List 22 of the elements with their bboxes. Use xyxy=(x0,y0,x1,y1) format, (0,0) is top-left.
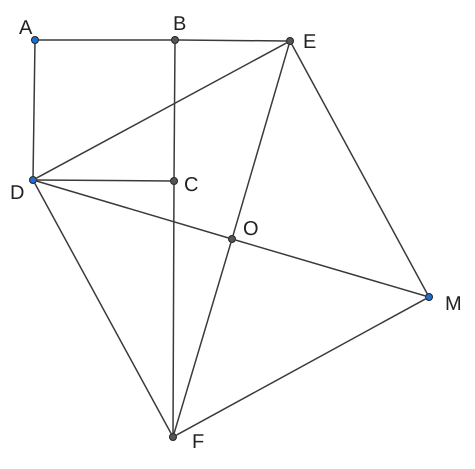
line-segment xyxy=(291,44,428,294)
line-segment xyxy=(172,185,175,433)
line-segment xyxy=(179,39,286,42)
line-segment xyxy=(173,44,176,177)
line-segment xyxy=(36,180,228,239)
line-segment xyxy=(173,242,232,434)
point-label: C xyxy=(184,175,198,195)
line-segment xyxy=(39,39,171,41)
point-label: O xyxy=(243,219,259,239)
point-label: D xyxy=(10,183,24,203)
point-label: F xyxy=(192,432,204,452)
point-label: E xyxy=(303,32,316,52)
line-segment xyxy=(232,44,290,236)
line-segment xyxy=(37,179,170,182)
point-label: M xyxy=(445,294,462,314)
point-label: B xyxy=(173,14,186,34)
line-segment xyxy=(236,239,426,297)
point-label: A xyxy=(19,18,32,38)
line-segment xyxy=(176,298,426,436)
line-segment xyxy=(34,183,172,434)
line-segment xyxy=(32,44,36,176)
line-segment xyxy=(36,42,287,179)
